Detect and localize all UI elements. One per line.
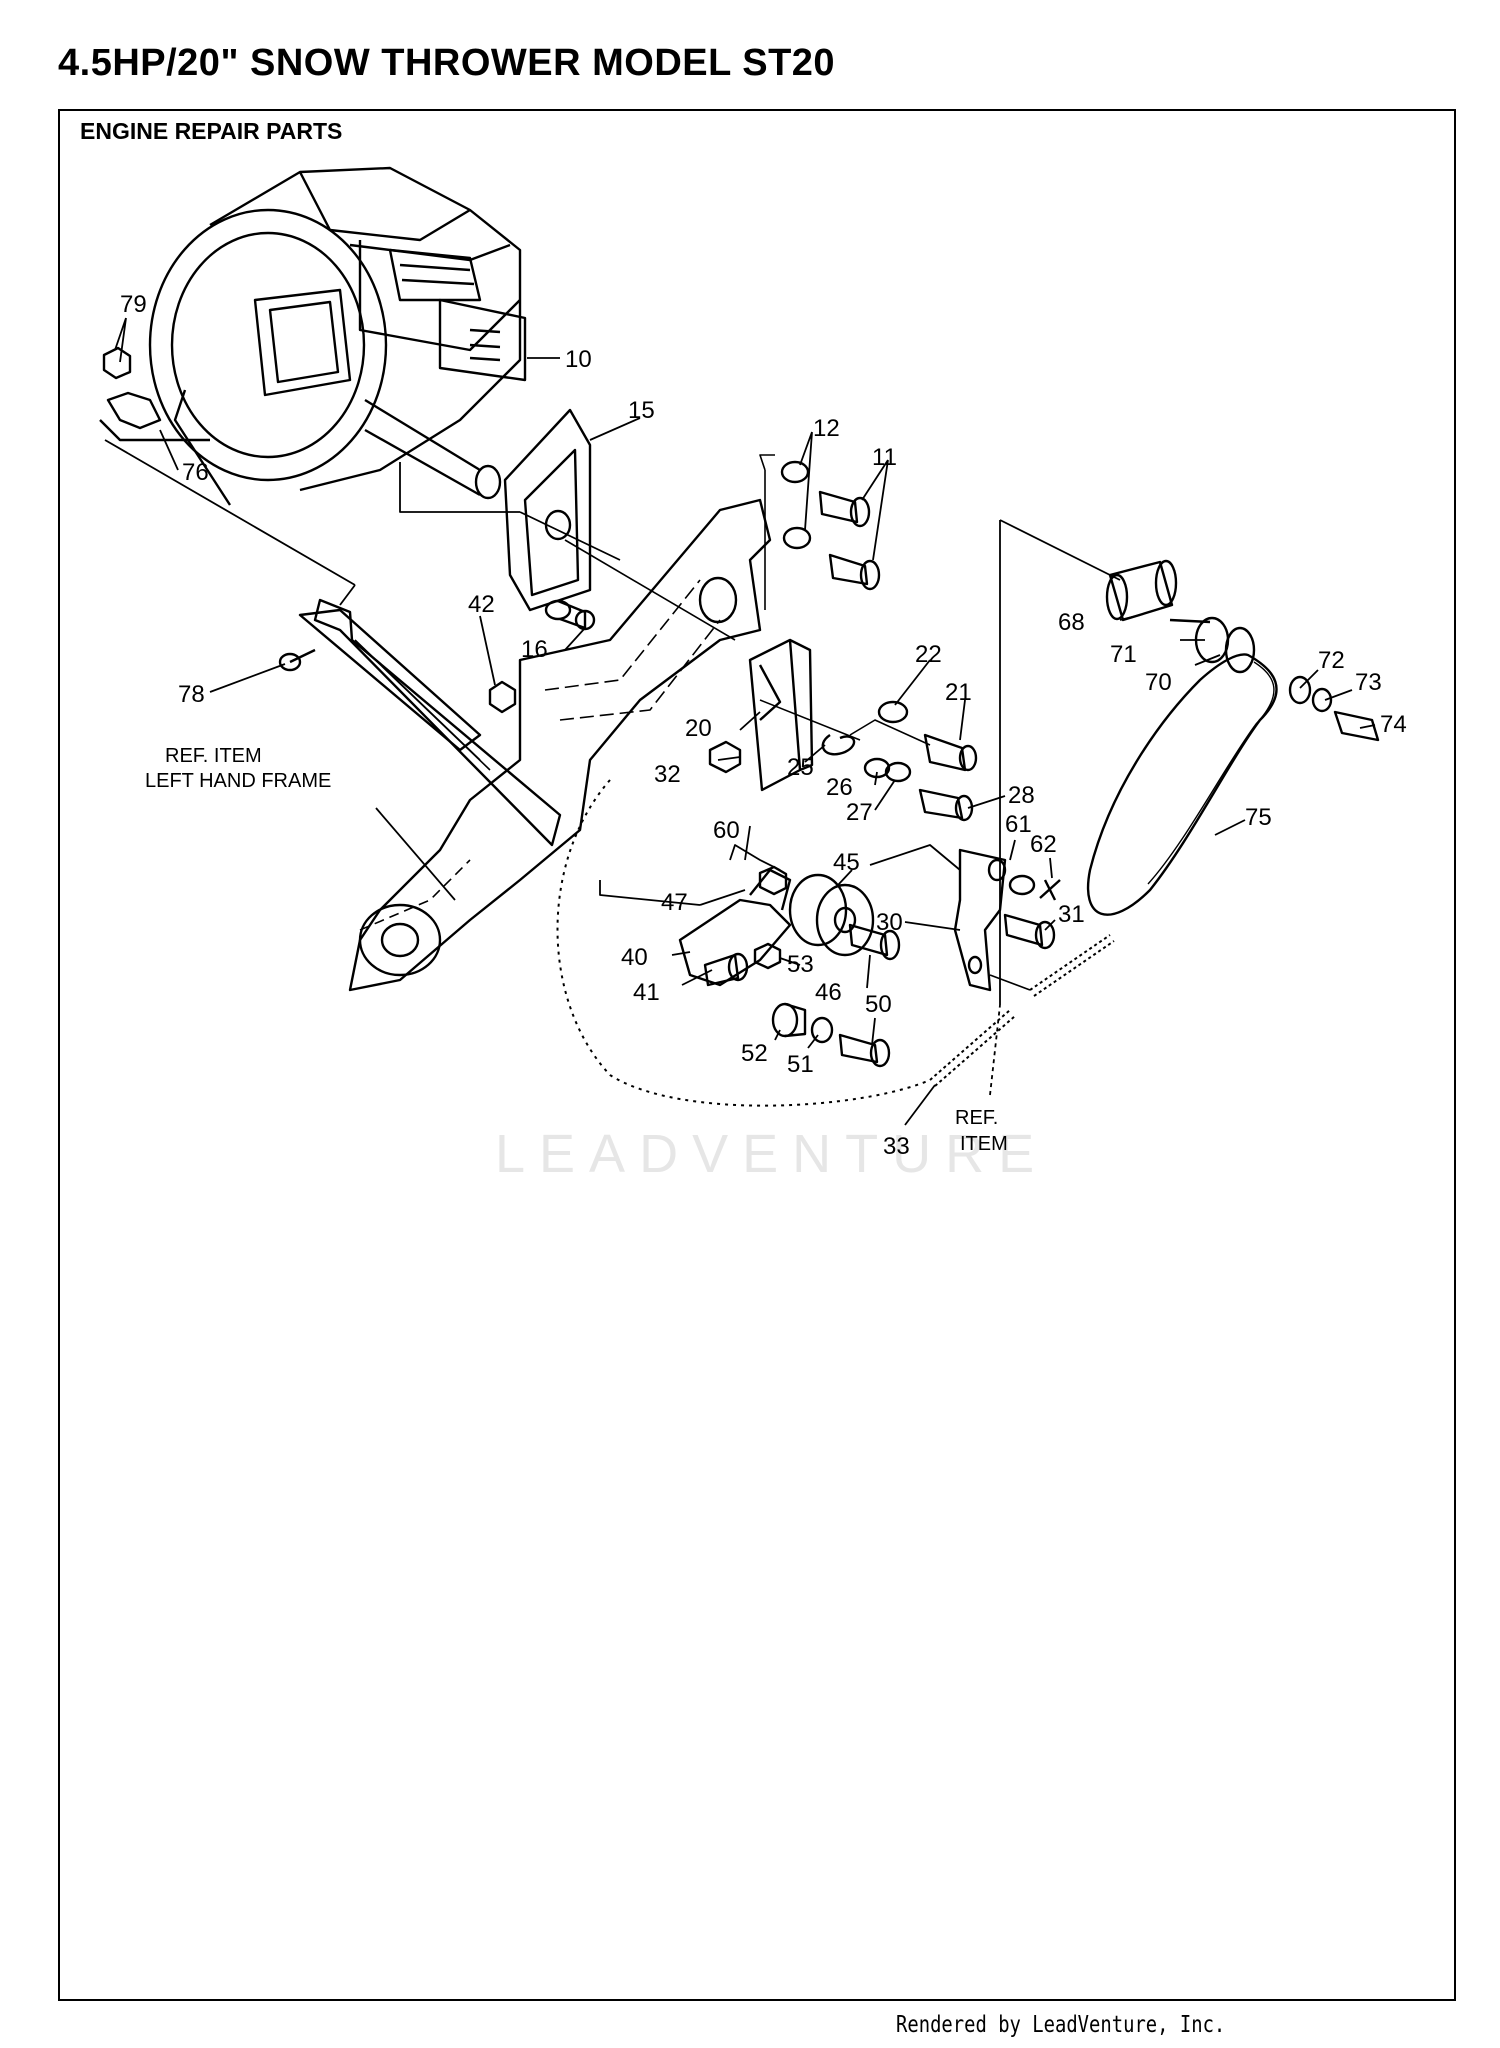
callout-15: 15: [628, 397, 655, 424]
callout-26: 26: [826, 774, 853, 801]
callout-32: 32: [654, 761, 681, 788]
callout-16: 16: [521, 636, 548, 663]
render-credit: Rendered by LeadVenture, Inc.: [896, 2012, 1226, 2038]
bracket-20: [748, 638, 814, 792]
callout-72: 72: [1318, 647, 1345, 674]
belt-75: [1086, 653, 1278, 916]
bolt-46: [848, 923, 901, 961]
callout-45: 45: [833, 849, 860, 876]
section-title: ENGINE REPAIR PARTS: [80, 118, 343, 144]
callout-47: 47: [661, 889, 688, 916]
ref-spring-line2: ITEM: [960, 1133, 1008, 1155]
spacer-52: [771, 1002, 799, 1038]
diagram-frame: [58, 109, 1456, 2001]
washer-61: [1008, 874, 1036, 896]
callout-28: 28: [1008, 782, 1035, 809]
bracket-line-12: [759, 454, 775, 610]
left-hand-frame: [313, 498, 772, 992]
control-cable: [556, 779, 931, 1107]
spring-ref-item: [1029, 934, 1115, 997]
leader-frame-ref: [104, 439, 356, 606]
page-title: 4.5HP/20" SNOW THROWER MODEL ST20: [58, 42, 836, 84]
callout-78: 78: [178, 681, 205, 708]
frame-line-pulley: [999, 519, 1121, 1005]
washer-72: [1288, 675, 1312, 705]
callout-52: 52: [741, 1040, 768, 1067]
spring-33: [929, 1009, 1016, 1087]
callout-71: 71: [1110, 641, 1137, 668]
ref-spring-line1: REF.: [955, 1107, 998, 1129]
assembly-line-lower: [599, 844, 961, 906]
callout-21: 21: [945, 679, 972, 706]
watermark: LEADVENTURE: [495, 1124, 1048, 1184]
callout-42: 42: [468, 591, 495, 618]
washers-12: [780, 460, 812, 550]
callout-53: 53: [787, 951, 814, 978]
callout-12: 12: [813, 415, 840, 442]
bushing-16: [544, 599, 596, 631]
pin-62: [1039, 879, 1061, 901]
bolts-11: [818, 490, 881, 591]
callout-33: 33: [883, 1133, 910, 1160]
callout-22: 22: [915, 641, 942, 668]
pulley-70-71: [1169, 616, 1256, 674]
washer-73: [1311, 687, 1333, 713]
callout-74: 74: [1380, 711, 1407, 738]
callout-31: 31: [1058, 901, 1085, 928]
bolt-50: [838, 1033, 891, 1068]
callout-46: 46: [815, 979, 842, 1006]
nut-32: [708, 740, 742, 774]
callout-30: 30: [876, 909, 903, 936]
bracket-60: [729, 844, 781, 871]
spring-hook: [989, 974, 1031, 991]
idler-bracket-40: [678, 868, 792, 987]
callout-27: 27: [846, 799, 873, 826]
leader-lines: [114, 317, 1376, 1126]
brake-bracket-30: [953, 848, 1007, 992]
washer-51: [810, 1016, 834, 1044]
pulley-68: [1105, 559, 1178, 622]
engine-drawing: [148, 166, 527, 506]
callout-68: 68: [1058, 609, 1085, 636]
callout-51: 51: [787, 1051, 814, 1078]
bolt-31: [1003, 913, 1056, 950]
callout-11: 11: [872, 444, 897, 471]
axle-78: [278, 608, 482, 752]
bolt-74: [1333, 710, 1380, 742]
clip-25: [821, 734, 856, 756]
callout-70: 70: [1145, 669, 1172, 696]
nut-42: [488, 680, 517, 714]
callout-41: 41: [633, 979, 660, 1006]
callout-73: 73: [1355, 669, 1382, 696]
callout-79: 79: [120, 291, 147, 318]
assembly-line-engine: [399, 462, 621, 561]
callout-40: 40: [621, 944, 648, 971]
hardware-79-76: [99, 346, 210, 442]
bolt-41: [703, 952, 749, 987]
callout-62: 62: [1030, 831, 1057, 858]
idler-pulley-45: [788, 873, 875, 957]
spacer-52-body: [784, 1002, 807, 1038]
bolt-28: [918, 788, 974, 822]
callout-20: 20: [685, 715, 712, 742]
washer-27: [884, 761, 912, 783]
callout-61: 61: [1005, 811, 1032, 838]
line-20-25: [759, 699, 861, 741]
bolt-21: [849, 700, 978, 772]
nut-53: [753, 942, 782, 970]
mounting-plate-15: [503, 408, 736, 641]
belt-75-inner: [1147, 661, 1275, 885]
ref-left-frame-line2: LEFT HAND FRAME: [145, 770, 331, 792]
ref-left-frame-line1: REF. ITEM: [165, 745, 262, 767]
callout-50: 50: [865, 991, 892, 1018]
callout-25: 25: [787, 754, 814, 781]
callout-10: 10: [565, 346, 592, 373]
callout-76: 76: [182, 459, 209, 486]
callout-60: 60: [713, 817, 740, 844]
callout-75: 75: [1245, 804, 1272, 831]
